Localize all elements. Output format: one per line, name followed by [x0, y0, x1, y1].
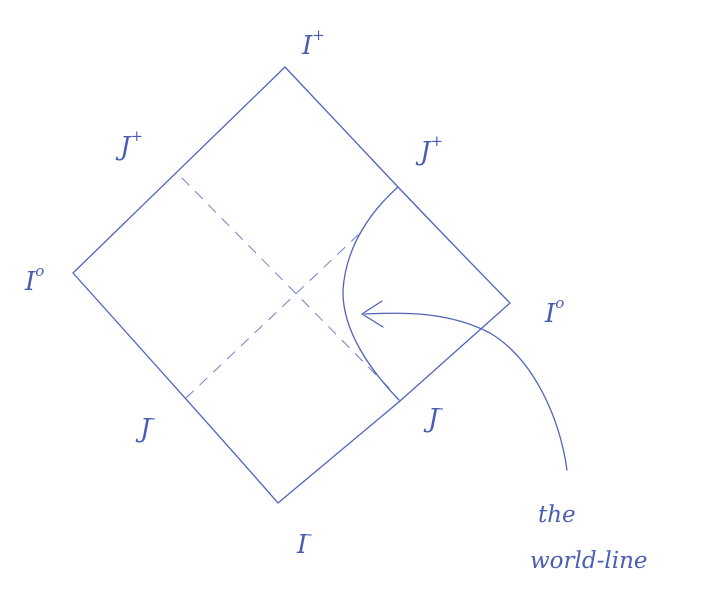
label-i-plus: I+ [301, 26, 325, 61]
annotation-line-1: the [538, 502, 576, 528]
label-scri-minus-right: J- [423, 399, 444, 434]
annotation-line-2: world-line [530, 548, 648, 574]
dashed-null-line-2 [185, 234, 359, 399]
label-i-zero-left: Io [24, 262, 44, 297]
diagram-outline [72, 66, 511, 504]
label-i-zero-right: Io [544, 294, 564, 329]
label-scri-minus-left: J- [135, 409, 156, 444]
label-i-minus: I- [296, 525, 312, 560]
label-scri-plus-right: J+ [415, 132, 443, 167]
dashed-null-line-1 [181, 177, 394, 393]
arrow-head [361, 300, 384, 328]
label-scri-plus-left: J+ [115, 127, 143, 162]
world-line-arrow [364, 312, 568, 471]
world-line-curve [342, 186, 400, 401]
